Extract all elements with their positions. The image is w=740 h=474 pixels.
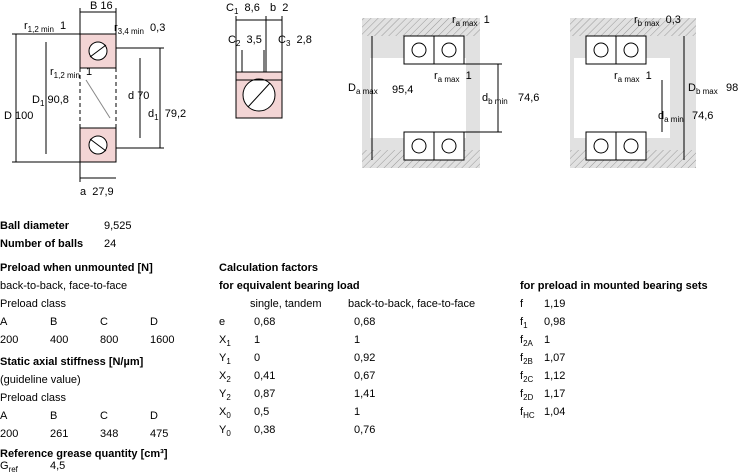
stiffness-class-b: B [50, 410, 58, 422]
calc-subtitle: for equivalent bearing load [219, 280, 360, 292]
calc-row-sym: X1 [219, 334, 231, 348]
calc-col-back-to-back: back-to-back, face-to-face [348, 298, 476, 310]
label-D: D 100 [4, 110, 34, 122]
preload-class-c: C [100, 316, 108, 328]
mounted-row-value: 1,07 [544, 352, 566, 364]
calc-row-sym: Y2 [219, 388, 231, 402]
ball-diameter-label: Ball diameter [0, 220, 70, 232]
label-db-min-value: 74,6 [518, 92, 540, 104]
stiffness-note: (guideline value) [0, 374, 81, 386]
mounted-row-value: 1,12 [544, 370, 566, 382]
mounted-row-sym: fHC [520, 406, 535, 420]
mounted-row-sym: f2D [520, 388, 534, 402]
mounted-row-sym: f2B [520, 352, 533, 366]
calc-row-v2: 0,68 [354, 316, 376, 328]
preload-class-a: A [0, 316, 8, 328]
grease-value: 4,5 [50, 460, 66, 472]
mounting-drawing-1 [362, 18, 502, 168]
stiffness-value-b: 261 [50, 428, 69, 440]
stiffness-class-c: C [100, 410, 108, 422]
stiffness-class-label: Preload class [0, 392, 67, 404]
calc-row-v1: 0,5 [254, 406, 270, 418]
calc-row-v1: 0,38 [254, 424, 276, 436]
calc-row-v2: 0,92 [354, 352, 376, 364]
label-D1: D1 90,8 [32, 94, 69, 108]
label-r34: r3,4 min 0,3 [114, 22, 166, 36]
mounted-row-sym: f1 [520, 316, 528, 330]
bearing-drawings [12, 8, 696, 182]
calc-row-v2: 0,67 [354, 370, 376, 382]
label-da-min-value: 74,6 [692, 110, 714, 122]
number-of-balls-value: 24 [104, 238, 117, 250]
mounted-row-sym: f [520, 298, 524, 310]
calc-title: Calculation factors [219, 262, 319, 274]
preload-arrangement: back-to-back, face-to-face [0, 280, 128, 292]
label-Da-max-value: 95,4 [392, 84, 414, 96]
calc-row-sym: X2 [219, 370, 231, 384]
label-Db-max: Db max [688, 82, 718, 96]
label-C1: C1 8,6 [226, 2, 260, 16]
label-da-min: da min [658, 110, 684, 124]
label-ra-max-2: ra max 1 [434, 70, 472, 84]
calc-row-v1: 0,87 [254, 388, 276, 400]
stiffness-title: Static axial stiffness [N/µm] [0, 356, 144, 368]
calc-row-v2: 1,41 [354, 388, 376, 400]
calc-row-v1: 1 [254, 334, 261, 346]
label-db-min: db min [482, 92, 508, 106]
calc-row-sym: X0 [219, 406, 231, 420]
calc-row-v2: 1 [354, 406, 361, 418]
calc-row-v2: 0,76 [354, 424, 376, 436]
label-d: d 70 [128, 90, 150, 102]
mounted-row-value: 1,19 [544, 298, 566, 310]
ring-detail-drawing [235, 16, 283, 119]
preload-class-b: B [50, 316, 58, 328]
calc-row-sym: Y1 [219, 352, 231, 366]
preload-title: Preload when unmounted [N] [0, 262, 153, 274]
bearing-section-drawing [12, 8, 164, 182]
mounted-row-sym: f2C [520, 370, 534, 384]
preload-value-c: 800 [100, 334, 119, 346]
mounted-title: for preload in mounted bearing sets [520, 280, 708, 292]
label-r12-mid: r1,2 min 1 [50, 66, 93, 80]
label-C2: C2 3,5 [228, 34, 262, 48]
label-Db-max-value: 98 [726, 82, 739, 94]
preload-class-label: Preload class [0, 298, 67, 310]
calc-row-sym: e [219, 316, 226, 328]
calc-row-v1: 0,41 [254, 370, 276, 382]
calc-row-v2: 1 [354, 334, 361, 346]
mounted-row-sym: f2A [520, 334, 533, 348]
mounted-row-value: 1 [544, 334, 551, 346]
stiffness-class-a: A [0, 410, 8, 422]
preload-class-d: D [150, 316, 158, 328]
preload-value-b: 400 [50, 334, 69, 346]
label-rb-max: rb max 0,3 [634, 14, 681, 28]
stiffness-value-d: 475 [150, 428, 169, 440]
mounted-row-value: 1,04 [544, 406, 566, 418]
calc-col-single-tandem: single, tandem [250, 298, 322, 310]
ball-diameter-value: 9,525 [104, 220, 132, 232]
mounted-row-value: 1,17 [544, 388, 566, 400]
grease-title: Reference grease quantity [cm³] [0, 448, 168, 460]
preload-value-a: 200 [0, 334, 19, 346]
label-Da-max: Da max [348, 82, 378, 96]
label-r12-top: r1,2 min 1 [24, 20, 67, 34]
label-C3: C3 2,8 [278, 34, 312, 48]
calc-row-v1: 0 [254, 352, 261, 364]
stiffness-value-a: 200 [0, 428, 19, 440]
number-of-balls-label: Number of balls [0, 238, 84, 250]
calc-row-sym: Y0 [219, 424, 231, 438]
label-d1: d1 79,2 [148, 108, 187, 122]
label-b: b 2 [270, 2, 289, 14]
grease-symbol: Gref [0, 460, 18, 474]
mounting-drawing-2 [570, 18, 696, 168]
mounted-row-value: 0,98 [544, 316, 566, 328]
calc-row-v1: 0,68 [254, 316, 276, 328]
stiffness-value-c: 348 [100, 428, 119, 440]
label-B: B 16 [90, 0, 113, 12]
label-ra-max-3: ra max 1 [614, 70, 652, 84]
stiffness-class-d: D [150, 410, 158, 422]
label-a: a 27,9 [80, 186, 114, 198]
preload-value-d: 1600 [150, 334, 175, 346]
label-ra-max-1: ra max 1 [452, 14, 490, 28]
